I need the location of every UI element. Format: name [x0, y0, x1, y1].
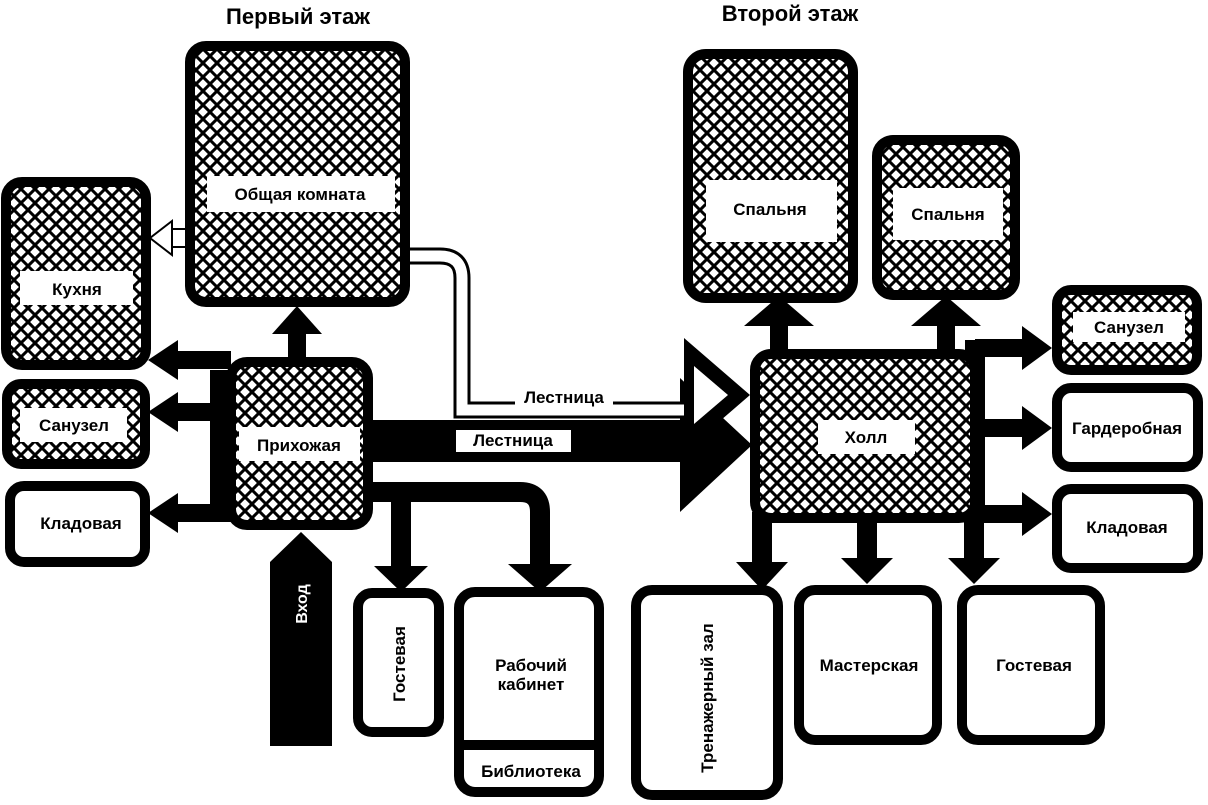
kitchen-label: Кухня [52, 280, 102, 299]
bathroom-second-label: Санузел [1094, 318, 1164, 337]
library-label: Библиотека [481, 762, 581, 781]
bathroom-second-label-bg [1073, 312, 1185, 342]
first-floor-title: Первый этаж [226, 4, 370, 29]
bedroom-right-label: Спальня [911, 205, 984, 224]
bedroom-left-label: Спальня [733, 200, 806, 219]
kitchen-label-bg [20, 271, 133, 305]
arrows-hall-to-bottom-rooms [736, 512, 1000, 590]
wardrobe-label: Гардеробная [1072, 419, 1182, 438]
pantry-first-label: Кладовая [40, 514, 121, 533]
guest-room-second-label: Гостевая [996, 656, 1072, 675]
gym-label: Тренажерный зал [698, 623, 717, 772]
study-label-line2: кабинет [498, 675, 565, 694]
pantry-second-floor [1052, 484, 1203, 573]
pantry-second-label: Кладовая [1086, 518, 1167, 537]
hall-label-bg [818, 420, 915, 454]
gym [631, 585, 783, 800]
living-room-label: Общая комната [235, 185, 366, 204]
workshop-label: Мастерская [820, 656, 919, 675]
entrance-hall-label: Прихожая [257, 436, 341, 455]
entrance-label: Вход [294, 584, 311, 624]
guest-room-first-label: Гостевая [390, 626, 409, 702]
arrows-hallway-to-left-rooms [148, 340, 231, 533]
living-room [185, 41, 410, 307]
staircase-upper-label-bg [515, 386, 613, 408]
entrance: Вход [270, 532, 332, 746]
arrows-hallway-to-guest-and-study [370, 482, 572, 592]
staircase-lower-label-bg [456, 430, 571, 452]
entrance-hall-label-bg [239, 427, 360, 461]
bathroom-first-label: Санузел [39, 416, 109, 435]
pantry-first-floor [5, 481, 150, 567]
staircase-upper-label: Лестница [524, 388, 604, 407]
wardrobe [1052, 383, 1203, 472]
bedroom-left-label-bg [706, 180, 837, 242]
bedroom-right-label-bg [893, 188, 1003, 240]
hall-label: Холл [845, 428, 888, 447]
living-room-label-bg [207, 176, 395, 212]
staircase-upper [405, 247, 750, 452]
study-label-line1: Рабочий [495, 656, 567, 675]
workshop [794, 585, 942, 745]
bedroom-left [683, 49, 858, 303]
guest-room-second-floor [957, 585, 1105, 745]
guest-room-first-floor [353, 588, 444, 737]
staircase-lower-label: Лестница [473, 431, 553, 450]
bathroom-first-label-bg [20, 408, 127, 442]
second-floor-title: Второй этаж [722, 1, 859, 26]
arrow-living-to-kitchen [148, 218, 191, 258]
arrow-hallway-to-living [272, 306, 322, 362]
